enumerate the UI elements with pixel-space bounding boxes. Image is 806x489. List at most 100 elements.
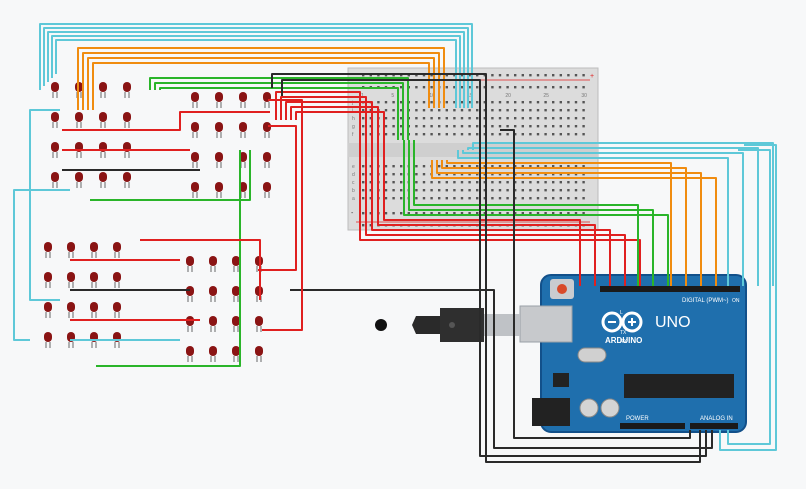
breadboard-hole[interactable] (392, 165, 395, 168)
breadboard-hole[interactable] (460, 117, 464, 120)
breadboard-hole[interactable] (506, 197, 509, 200)
breadboard-hole[interactable] (582, 189, 585, 192)
breadboard-hole[interactable] (438, 109, 441, 112)
breadboard-hole[interactable] (544, 197, 547, 200)
breadboard-hole[interactable] (445, 189, 448, 192)
breadboard-hole[interactable] (491, 165, 494, 168)
breadboard-hole[interactable] (582, 117, 585, 120)
breadboard-hole[interactable] (400, 173, 403, 176)
breadboard-hole[interactable] (445, 101, 448, 104)
breadboard-hole[interactable] (445, 74, 448, 77)
breadboard-hole[interactable] (392, 74, 395, 77)
breadboard-hole[interactable] (362, 74, 365, 77)
breadboard-hole[interactable] (536, 173, 540, 176)
breadboard-hole[interactable] (536, 133, 540, 136)
digital-header[interactable] (600, 286, 740, 292)
breadboard-hole[interactable] (453, 197, 456, 200)
breadboard-hole[interactable] (422, 189, 426, 192)
breadboard-hole[interactable] (574, 212, 578, 215)
breadboard-hole[interactable] (460, 165, 464, 168)
breadboard-hole[interactable] (506, 109, 509, 112)
breadboard-hole[interactable] (544, 173, 547, 176)
breadboard-hole[interactable] (529, 181, 532, 184)
breadboard-hole[interactable] (453, 117, 456, 120)
breadboard-hole[interactable] (362, 117, 365, 120)
breadboard-hole[interactable] (483, 165, 486, 168)
breadboard-hole[interactable] (400, 86, 403, 89)
breadboard-hole[interactable] (506, 173, 509, 176)
breadboard-hole[interactable] (506, 86, 509, 89)
breadboard-hole[interactable] (506, 181, 509, 184)
breadboard-hole[interactable] (574, 86, 578, 89)
breadboard-hole[interactable] (544, 74, 547, 77)
breadboard-hole[interactable] (544, 212, 547, 215)
breadboard-hole[interactable] (476, 74, 479, 77)
breadboard-hole[interactable] (400, 181, 403, 184)
breadboard-hole[interactable] (438, 173, 441, 176)
wire-green-top-1[interactable] (154, 82, 404, 140)
breadboard-hole[interactable] (483, 86, 486, 89)
breadboard-hole[interactable] (453, 189, 456, 192)
breadboard-hole[interactable] (514, 133, 517, 136)
breadboard-hole[interactable] (529, 165, 532, 168)
wire-cube-11[interactable] (140, 239, 261, 300)
breadboard-hole[interactable] (384, 212, 388, 215)
breadboard-hole[interactable] (574, 165, 578, 168)
breadboard-hole[interactable] (559, 165, 562, 168)
breadboard-hole[interactable] (582, 125, 585, 128)
breadboard-hole[interactable] (377, 101, 380, 104)
breadboard-hole[interactable] (483, 173, 486, 176)
breadboard-hole[interactable] (415, 117, 418, 120)
breadboard-hole[interactable] (400, 74, 403, 77)
breadboard-hole[interactable] (438, 133, 441, 136)
breadboard-hole[interactable] (362, 181, 365, 184)
breadboard-hole[interactable] (483, 189, 486, 192)
breadboard-hole[interactable] (476, 125, 479, 128)
breadboard-hole[interactable] (415, 86, 418, 89)
breadboard-hole[interactable] (415, 189, 418, 192)
breadboard-hole[interactable] (536, 165, 540, 168)
breadboard-hole[interactable] (498, 101, 502, 104)
breadboard-hole[interactable] (491, 109, 494, 112)
breadboard-hole[interactable] (498, 86, 502, 89)
power-header[interactable] (620, 423, 685, 429)
breadboard-hole[interactable] (415, 125, 418, 128)
breadboard-hole[interactable] (514, 165, 517, 168)
wire-orange-top-0[interactable] (77, 47, 445, 110)
breadboard-hole[interactable] (362, 212, 365, 215)
breadboard-hole[interactable] (384, 181, 388, 184)
breadboard-hole[interactable] (514, 212, 517, 215)
wire-cube-3[interactable] (96, 150, 241, 367)
breadboard-hole[interactable] (536, 109, 540, 112)
breadboard-hole[interactable] (514, 109, 517, 112)
breadboard-hole[interactable] (362, 133, 365, 136)
breadboard-hole[interactable] (514, 117, 517, 120)
breadboard-hole[interactable] (544, 133, 547, 136)
wire-red-bb-4[interactable] (295, 111, 581, 286)
breadboard-hole[interactable] (491, 101, 494, 104)
breadboard-hole[interactable] (453, 133, 456, 136)
breadboard-hole[interactable] (521, 125, 524, 128)
breadboard-hole[interactable] (460, 197, 464, 200)
breadboard-hole[interactable] (430, 181, 433, 184)
wire-orange-top-2[interactable] (87, 57, 435, 110)
breadboard-hole[interactable] (460, 101, 464, 104)
wire-cyan-top-0[interactable] (39, 23, 473, 108)
breadboard-hole[interactable] (453, 165, 456, 168)
breadboard-hole[interactable] (559, 212, 562, 215)
wire-green-top-2[interactable] (159, 87, 399, 140)
breadboard-hole[interactable] (574, 117, 578, 120)
breadboard-hole[interactable] (521, 189, 524, 192)
breadboard-hole[interactable] (369, 133, 372, 136)
breadboard-hole[interactable] (468, 181, 471, 184)
breadboard-hole[interactable] (574, 133, 578, 136)
breadboard-hole[interactable] (567, 165, 570, 168)
breadboard-hole[interactable] (552, 189, 555, 192)
breadboard-hole[interactable] (453, 125, 456, 128)
wire-orange-bb-2[interactable] (441, 160, 687, 286)
breadboard-hole[interactable] (422, 101, 426, 104)
breadboard-hole[interactable] (453, 101, 456, 104)
breadboard-hole[interactable] (430, 212, 433, 215)
breadboard-hole[interactable] (453, 173, 456, 176)
breadboard-hole[interactable] (483, 133, 486, 136)
